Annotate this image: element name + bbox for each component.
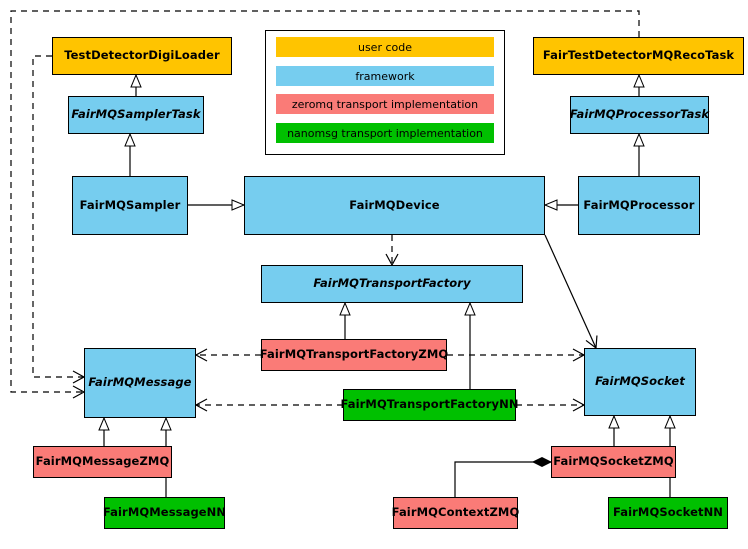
class-node-testdetectordigiloader[interactable]: TestDetectorDigiLoader	[52, 37, 232, 75]
edge-device-to-socket	[544, 234, 598, 350]
legend-label-framework: framework	[355, 69, 415, 83]
class-node-fairmqcontextzmq[interactable]: FairMQContextZMQ	[391, 497, 520, 529]
class-label: FairTestDetectorMQRecoTask	[542, 48, 735, 63]
class-node-fairmqtransportfactorynn[interactable]: FairMQTransportFactoryNN	[340, 389, 519, 421]
class-label: FairMQMessage	[88, 375, 192, 390]
class-label: FairMQSamplerTask	[71, 107, 201, 122]
legend-label-user-code: user code	[357, 40, 413, 54]
class-node-fairmqmessagenn[interactable]: FairMQMessageNN	[102, 497, 227, 529]
class-node-fairmqsampler[interactable]: FairMQSampler	[72, 176, 188, 235]
legend-item-framework: framework	[276, 66, 494, 86]
class-label: FairMQSocketZMQ	[553, 454, 674, 469]
class-node-fairtestdetectormqrecotask[interactable]: FairTestDetectorMQRecoTask	[533, 37, 744, 75]
class-node-fairmqmessage[interactable]: FairMQMessage	[84, 348, 196, 418]
class-node-fairmqtransportfactoryzmq[interactable]: FairMQTransportFactoryZMQ	[259, 339, 449, 371]
class-label: FairMQDevice	[349, 197, 440, 212]
class-label: FairMQMessageNN	[102, 505, 227, 520]
legend-item-zeromq: zeromq transport implementation	[276, 94, 494, 114]
class-node-fairmqsocketzmq[interactable]: FairMQSocketZMQ	[551, 446, 676, 478]
class-node-fairmqsocketnn[interactable]: FairMQSocketNN	[608, 497, 728, 529]
class-label: FairMQSampler	[79, 197, 181, 212]
class-label: FairMQSocketNN	[612, 505, 724, 520]
class-label: FairMQTransportFactoryZMQ	[259, 347, 449, 362]
legend-item-nanomsg: nanomsg transport implementation	[276, 123, 494, 143]
class-label: TestDetectorDigiLoader	[64, 48, 220, 63]
class-node-fairmqprocessortask[interactable]: FairMQProcessorTask	[570, 96, 709, 134]
class-node-fairmqsamplertask[interactable]: FairMQSamplerTask	[68, 96, 204, 134]
legend-item-user-code: user code	[276, 37, 494, 57]
class-label: FairMQProcessor	[583, 197, 695, 212]
class-label: FairMQContextZMQ	[391, 505, 520, 520]
legend-label-nanomsg: nanomsg transport implementation	[287, 126, 483, 140]
class-node-fairmqprocessor[interactable]: FairMQProcessor	[578, 176, 700, 235]
class-node-fairmqdevice[interactable]: FairMQDevice	[244, 176, 545, 235]
class-node-fairmqmessagezmq[interactable]: FairMQMessageZMQ	[33, 446, 172, 478]
class-label: FairMQMessageZMQ	[35, 454, 170, 469]
class-label: FairMQSocket	[595, 374, 685, 389]
class-label: FairMQTransportFactory	[313, 276, 471, 291]
class-label: FairMQTransportFactoryNN	[340, 397, 519, 412]
class-node-fairmqtransportfactory[interactable]: FairMQTransportFactory	[261, 265, 523, 303]
class-label: FairMQProcessorTask	[569, 107, 710, 122]
legend-label-zeromq: zeromq transport implementation	[291, 97, 479, 111]
class-node-fairmqsocket[interactable]: FairMQSocket	[584, 348, 696, 416]
edge-contextzmq-to-socketzmq	[454, 462, 551, 497]
